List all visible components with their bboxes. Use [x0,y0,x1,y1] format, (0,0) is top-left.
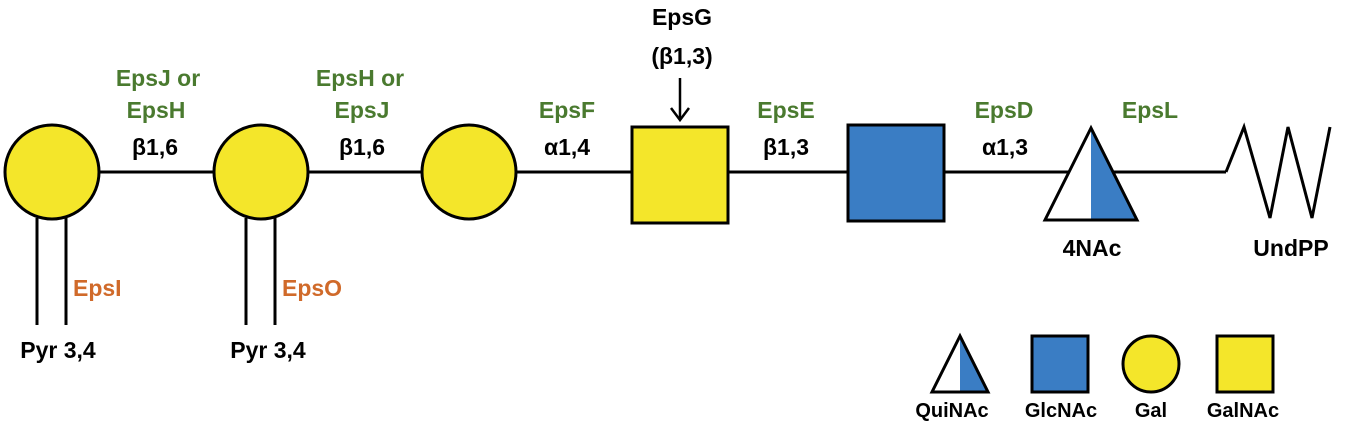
gal-circle-3 [420,123,518,221]
undpp-label: UndPP [1253,235,1328,261]
legend-label-glcnac: GlcNAc [1025,400,1097,422]
link4-enzyme: EpsE [757,97,815,123]
link5-bond: α1,3 [982,134,1028,160]
link2-bond: β1,6 [339,134,385,160]
quinac-mod-label: 4NAc [1063,235,1122,261]
pyruvate-lines-1 [35,218,68,325]
link3-enzyme: EpsF [539,97,595,123]
pyruvate-enzyme-1: EpsI [73,275,122,301]
epsg-label: EpsG [652,4,712,30]
legend-label-quinac: QuiNAc [915,400,988,422]
legend: QuiNAc GlcNAc Gal GalNAc [915,332,1279,422]
link5-enzyme: EpsD [975,97,1034,123]
pyruvate-lines-2 [244,218,277,325]
gal-circle-1 [3,123,101,221]
pyruvate-label-1: Pyr 3,4 [20,337,96,363]
pyruvate-label-2: Pyr 3,4 [230,337,306,363]
epsg-bond: (β1,3) [651,43,712,69]
epsg-arrow-icon [670,78,690,123]
galnac-square [630,125,730,225]
undpp-zigzag-icon [1224,122,1332,219]
yellow-circle-icon [1121,334,1181,394]
pyruvate-enzyme-2: EpsO [282,275,342,301]
link1-bond: β1,6 [132,134,178,160]
link4-bond: β1,3 [763,134,809,160]
gal-circle-2 [212,123,310,221]
link1-enzyme-line1: EpsJ or [116,65,200,91]
yellow-square-icon [1215,334,1275,394]
link3-bond: α1,4 [544,134,590,160]
glcnac-square [846,123,946,223]
link1-enzyme-line2: EpsH [127,97,186,123]
epsl-label: EpsL [1122,97,1178,123]
quinac-triangle [1042,124,1140,222]
half-triangle-icon [929,332,991,394]
legend-label-galnac: GalNAc [1207,400,1279,422]
link2-enzyme-line1: EpsH or [316,65,404,91]
link2-enzyme-line2: EpsJ [335,97,390,123]
blue-square-icon [1030,334,1090,394]
legend-label-gal: Gal [1135,400,1167,422]
